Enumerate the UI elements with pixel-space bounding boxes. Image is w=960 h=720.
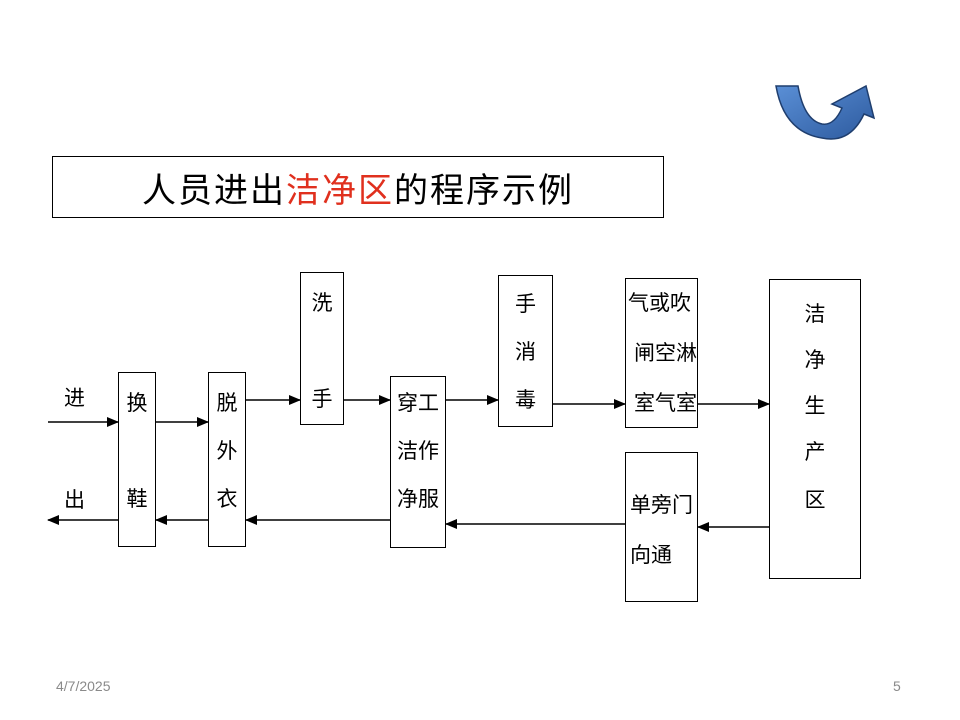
box-wear-gown-line-3: 净服 [397, 487, 439, 511]
title-prefix: 人员进出 [142, 170, 286, 211]
box-disinfect-line-1: 手 [515, 292, 536, 316]
box-zone-line-5: 区 [804, 488, 826, 512]
footer-date: 4/7/2025 [56, 678, 111, 694]
footer-page-number: 5 [893, 678, 901, 694]
box-disinfect-line-2: 消 [515, 340, 536, 364]
enter-label: 进 [64, 386, 85, 410]
box-door-line-1: 单旁门 [630, 493, 693, 517]
box-zone-line-2: 净 [804, 348, 826, 372]
box-air-shower-line-2: 闸空淋 [634, 341, 697, 365]
box-change-shoes: 换 鞋 [118, 372, 156, 547]
box-air-shower-line-3: 室气室 [634, 391, 697, 415]
box-zone-line-3: 生 [804, 394, 826, 418]
box-air-shower-line-1: 气或吹 [628, 291, 691, 315]
box-zone-line-1: 洁 [804, 302, 826, 326]
box-remove-coat-line-2: 外 [216, 439, 238, 463]
box-air-shower: 气或吹 闸空淋 室气室 [625, 278, 698, 428]
diagram-title: 人员进出洁净区的程序示例 [52, 156, 664, 218]
box-clean-production-zone: 洁 净 生 产 区 [769, 279, 861, 579]
box-wear-gown-line-2: 洁作 [397, 439, 439, 463]
box-disinfect-hands: 手 消 毒 [498, 275, 553, 427]
box-remove-coat-line-3: 衣 [216, 487, 238, 511]
box-door-line-2: 向通 [630, 543, 672, 567]
title-suffix: 的程序示例 [394, 170, 574, 211]
box-change-shoes-line-1: 换 [126, 391, 148, 415]
box-disinfect-line-3: 毒 [515, 388, 536, 412]
box-remove-coat-line-1: 脱 [216, 391, 238, 415]
title-highlight: 洁净区 [286, 170, 394, 211]
box-wear-clean-gown: 穿工 洁作 净服 [390, 376, 446, 548]
curved-back-arrow-icon[interactable] [770, 82, 880, 144]
box-wash-hands-line-1: 洗 [311, 291, 333, 315]
box-wash-hands: 洗 手 [300, 272, 344, 425]
box-one-way-door: 单旁门 向通 [625, 452, 698, 602]
box-change-shoes-line-2: 鞋 [126, 487, 148, 511]
exit-label: 出 [64, 488, 85, 512]
box-zone-line-4: 产 [804, 440, 826, 464]
box-remove-coat: 脱 外 衣 [208, 372, 246, 547]
box-wash-hands-line-2: 手 [311, 387, 333, 411]
box-wear-gown-line-1: 穿工 [397, 391, 439, 415]
